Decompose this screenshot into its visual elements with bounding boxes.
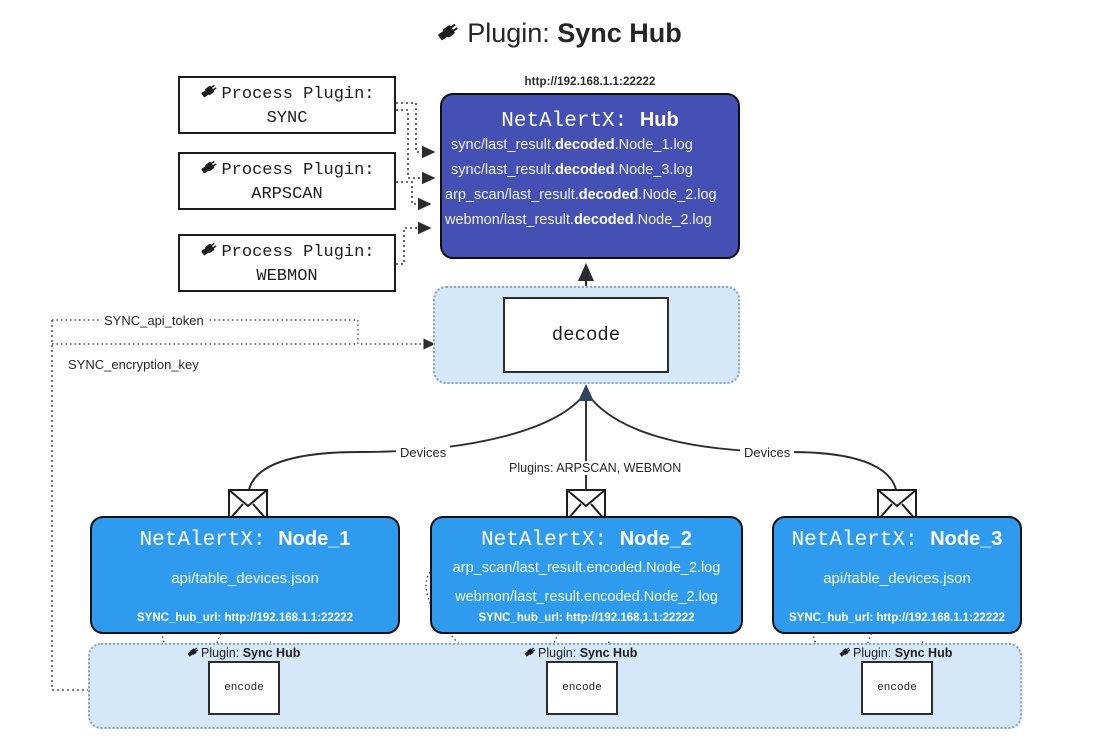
encode-box-node3[interactable]: encode [861,661,933,715]
node-resource-line: api/table_devices.json [171,570,319,587]
process-plugin-label: Process Plugin: [221,160,375,180]
plugin-tag-node3: Plugin: Sync Hub [838,645,952,662]
edge-label-plugins: Plugins: ARPSCAN, WEBMON [505,461,686,475]
edge-label-devices-right: Devices [740,445,795,460]
plug-icon [186,645,200,662]
process-plugin-name: SYNC [266,109,308,128]
process-plugin-label: Process Plugin: [221,242,375,262]
process-plugin-name: WEBMON [256,267,318,286]
process-plugin-webmon[interactable]: Process Plugin: WEBMON [178,234,396,292]
hub-log-line: arp_scan/last_result.decoded.Node_2.log [445,187,717,203]
plugin-tag-node1: Plugin: Sync Hub [186,645,300,662]
plug-icon [199,81,219,108]
node-hub-url: SYNC_hub_url: http://192.168.1.1:22222 [136,612,354,624]
hub-log-line: webmon/last_result.decoded.Node_2.log [445,212,712,228]
node-hub-url: SYNC_hub_url: http://192.168.1.1:22222 [788,612,1006,624]
node-3[interactable]: NetAlertX: Node_3 api/table_devices.json… [772,516,1022,634]
encode-box-node1[interactable]: encode [208,661,280,715]
encode-box-node2[interactable]: encode [546,661,618,715]
node-title: NetAlertX: Node_2 [481,528,692,552]
hub-url-label: http://192.168.1.1:22222 [524,76,656,88]
plug-icon [838,645,852,662]
edge-label-devices-left: Devices [396,445,451,460]
plugin-tag-prefix: Plugin: [201,646,243,660]
hub-title-name: Hub [639,109,679,131]
hub-title-prefix: NetAlertX: [501,110,640,133]
hub-log-line: sync/last_result.decoded.Node_1.log [451,137,693,153]
plugin-tag-name: Sync Hub [894,646,953,660]
process-plugin-sync[interactable]: Process Plugin: SYNC [178,76,396,134]
decode-box[interactable]: decode [503,297,669,373]
process-plugin-name: ARPSCAN [251,185,323,204]
hub-node[interactable]: NetAlertX: Hub sync/last_result.decoded.… [440,93,740,259]
plugin-tag-prefix: Plugin: [538,646,580,660]
node-title: NetAlertX: Node_3 [791,528,1003,552]
plugin-tag-prefix: Plugin: [853,646,895,660]
secret-label-api-token: SYNC_api_token [100,313,208,328]
node-1[interactable]: NetAlertX: Node_1 api/table_devices.json… [90,516,400,634]
node-resource-line: api/table_devices.json [823,570,971,587]
node-title: NetAlertX: Node_1 [139,528,351,552]
envelope-icon [228,489,268,521]
node-resource-line: webmon/last_result.encoded.Node_2.log [455,589,718,605]
process-plugin-arpscan[interactable]: Process Plugin: ARPSCAN [178,152,396,210]
node-resource-line: arp_scan/last_result.encoded.Node_2.log [452,560,721,576]
page-title-name: Sync Hub [557,18,682,48]
page-title-prefix: Plugin: [467,18,558,48]
node-hub-url: SYNC_hub_url: http://192.168.1.1:22222 [478,612,695,624]
plug-icon [199,239,219,266]
hub-title: NetAlertX: Hub [442,109,738,133]
plug-icon [523,645,537,662]
node-2[interactable]: NetAlertX: Node_2 arp_scan/last_result.e… [430,516,743,634]
plugin-tag-name: Sync Hub [242,646,301,660]
secret-label-encryption-key: SYNC_encryption_key [64,357,203,372]
envelope-icon [566,489,606,521]
plug-icon [199,157,219,184]
process-plugin-label: Process Plugin: [221,84,375,104]
plugin-tag-node2: Plugin: Sync Hub [523,645,637,662]
hub-log-line: sync/last_result.decoded.Node_3.log [451,162,693,178]
page-title: Plugin: Sync Hub [0,18,1117,52]
plug-icon [435,19,461,52]
plugin-tag-name: Sync Hub [579,646,638,660]
